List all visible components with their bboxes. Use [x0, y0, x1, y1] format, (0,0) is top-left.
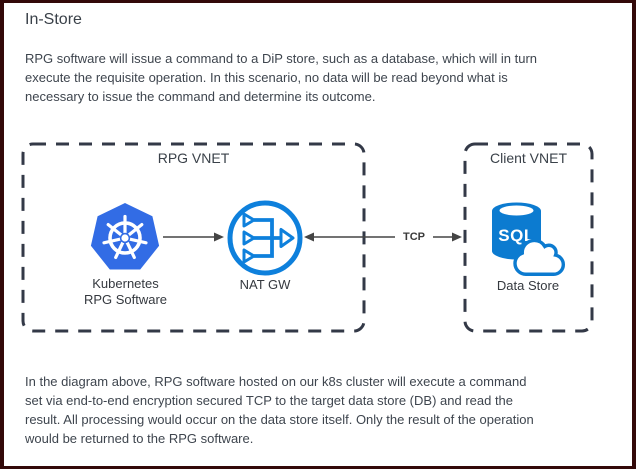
paragraph-line: would be returned to the RPG software. — [25, 431, 254, 446]
k8s-to-natgw-arrow — [163, 232, 224, 242]
nat-gateway-icon — [227, 200, 303, 276]
datastore-label: Data Store — [496, 278, 560, 293]
natgw-label: NAT GW — [239, 277, 291, 292]
cloud-icon — [513, 238, 566, 276]
client-vnet-label: Client VNET — [489, 150, 568, 166]
paragraph-line: result. All processing would occur on th… — [25, 412, 534, 427]
kubernetes-label-line1: Kubernetes — [92, 276, 159, 291]
paragraph-line: set via end-to-end encryption secured TC… — [25, 393, 514, 408]
sql-text: SQL — [498, 226, 534, 245]
paragraph-line: RPG software will issue a command to a D… — [25, 51, 538, 66]
sql-database-icon: SQL — [492, 202, 566, 276]
outro-paragraph: In the diagram above, RPG software hoste… — [25, 372, 534, 448]
paragraph-line: execute the requisite operation. In this… — [25, 70, 508, 85]
natgw-to-datastore-arrow — [304, 232, 462, 242]
paragraph-line: necessary to issue the command and deter… — [25, 89, 376, 104]
kubernetes-icon — [90, 203, 160, 270]
kubernetes-label: Kubernetes RPG Software — [53, 276, 198, 308]
tcp-label: TCP — [395, 230, 433, 244]
kubernetes-label-line2: RPG Software — [83, 292, 168, 307]
intro-paragraph: RPG software will issue a command to a D… — [25, 49, 537, 106]
rpg-vnet-label: RPG VNET — [157, 150, 230, 166]
page-title: In-Store — [25, 11, 82, 28]
client-vnet-box — [463, 142, 594, 333]
paragraph-line: In the diagram above, RPG software hoste… — [25, 374, 527, 389]
